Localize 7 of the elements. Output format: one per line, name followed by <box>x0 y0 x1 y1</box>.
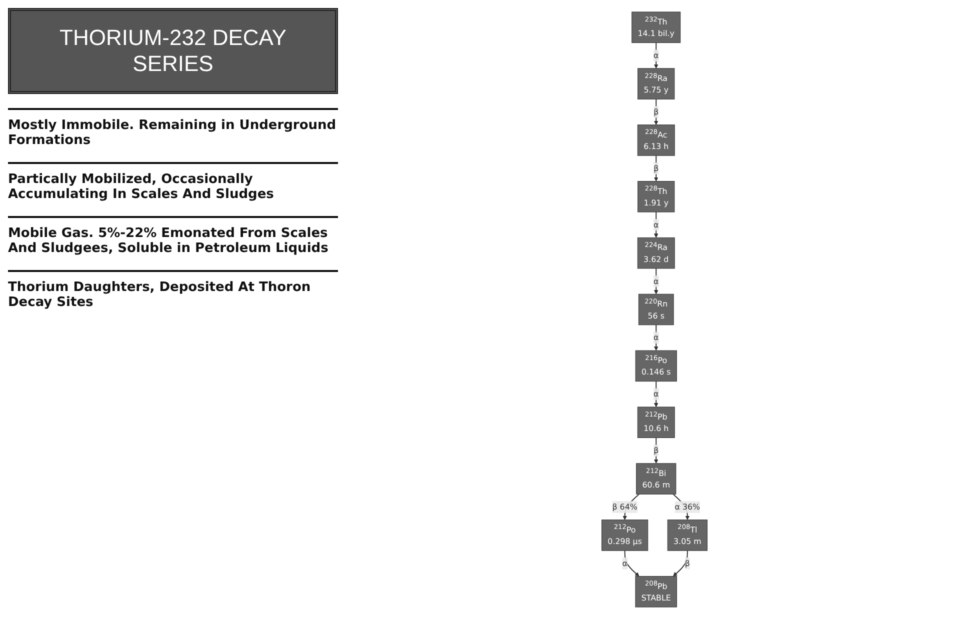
zone-note: Partically Mobilized, Occasionally Accumulating In Scales And Sludges <box>8 162 338 202</box>
zone-note: Thorium Daughters, Deposited At Thoron Decay Sites <box>8 270 338 310</box>
arrow <box>624 550 640 576</box>
arrow <box>673 550 688 576</box>
diagram-title: THORIUM-232 DECAY SERIES <box>8 8 338 94</box>
zone-note: Mostly Immobile. Remaining in Underground Formations <box>8 108 338 148</box>
zone-note: Mobile Gas. 5%-22% Emonated From Scales And Sludgees, Soluble in Petroleum Liquids <box>8 216 338 256</box>
